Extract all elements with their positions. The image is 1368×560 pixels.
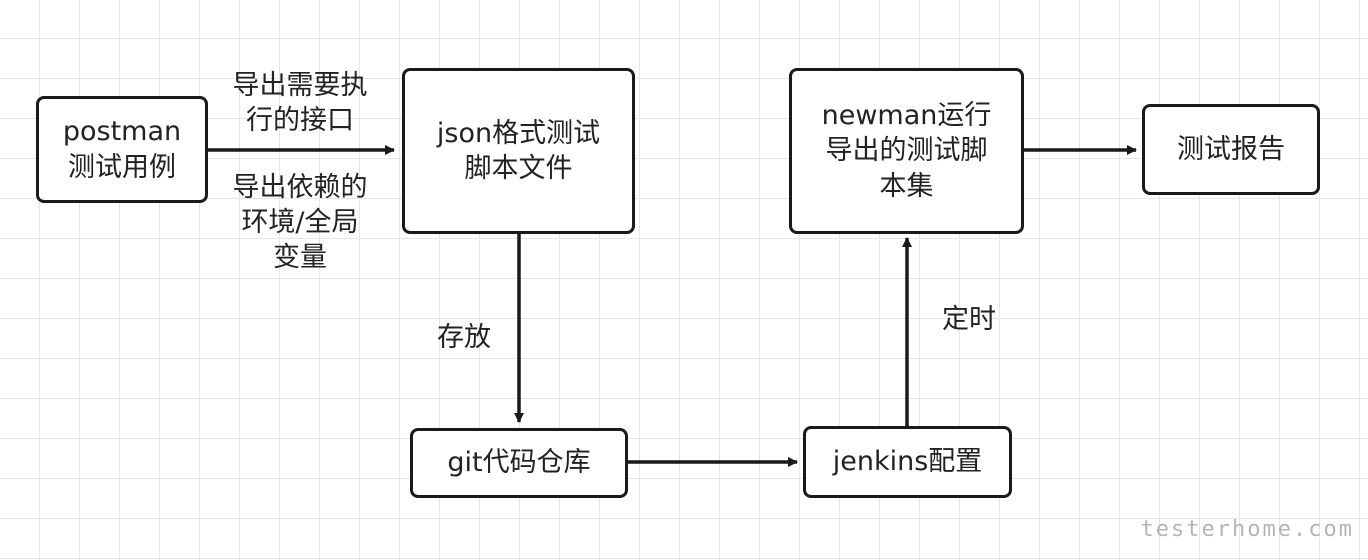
node-jenkins-config-label: jenkins配置 — [832, 446, 983, 478]
node-newman-run: newman运行 导出的测试脚 本集 — [789, 68, 1024, 234]
node-postman: postman 测试用例 — [36, 96, 208, 203]
watermark: testerhome.com — [1140, 517, 1354, 542]
node-postman-label: postman 测试用例 — [62, 116, 182, 183]
node-test-report: 测试报告 — [1142, 104, 1320, 195]
node-test-report-label: 测试报告 — [1177, 133, 1285, 165]
node-git-repo: git代码仓库 — [410, 428, 628, 498]
node-git-repo-label: git代码仓库 — [447, 447, 591, 479]
edge-label-export-env: 导出依赖的 环境/全局 变量 — [232, 172, 368, 274]
node-json-script-label: json格式测试 脚本文件 — [436, 117, 601, 184]
edge-label-schedule: 定时 — [942, 304, 996, 335]
node-newman-run-label: newman运行 导出的测试脚 本集 — [821, 100, 992, 202]
node-json-script: json格式测试 脚本文件 — [402, 68, 635, 234]
edge-label-store: 存放 — [437, 322, 491, 353]
node-jenkins-config: jenkins配置 — [803, 426, 1012, 498]
edge-label-export-apis: 导出需要执 行的接口 — [232, 70, 368, 137]
